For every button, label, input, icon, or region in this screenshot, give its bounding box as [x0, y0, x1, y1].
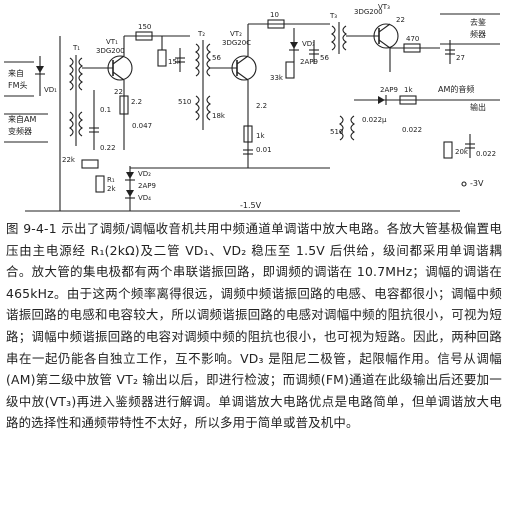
- caption-paragraph: 图 9-4-1 示出了调频/调幅收音机共用中频通道单调谐中放大电路。各放大管基极…: [6, 221, 502, 431]
- output-c0022-label: 0.022: [476, 150, 496, 158]
- vd3-network: 10 VD₃ 2AP9 33k 56: [247, 11, 330, 82]
- c022-label: 0.22: [100, 144, 116, 152]
- vt3-part-label: 3DG200: [354, 8, 383, 16]
- c01-label: 0.1: [100, 106, 111, 114]
- vt2-c22-label: 2.2: [256, 102, 267, 110]
- supply-1v5-label: -1.5V: [240, 201, 262, 210]
- t3-transformer: T₃: [329, 12, 347, 54]
- t2-c510-label: 510: [178, 98, 191, 106]
- r22k-label: 22k: [62, 156, 76, 164]
- r1-label: R₁: [107, 176, 115, 184]
- c001-label: 0.01: [256, 146, 272, 154]
- fm-input-label-1: 来自: [8, 68, 24, 78]
- vt2-part-label: 3DG20C: [222, 39, 251, 47]
- c27-label: 27: [456, 54, 465, 62]
- r470-label: 470: [406, 35, 419, 43]
- t1-label: T₁: [72, 44, 80, 52]
- vt2-label: VT₂: [230, 30, 242, 38]
- r18k-label: 18k: [212, 112, 226, 120]
- am-input-label-1: 来自AM: [8, 114, 36, 124]
- vd2-label: VD₂: [138, 170, 151, 178]
- r1-value-label: 2k: [107, 185, 116, 193]
- vt3-c22-label: 22: [396, 16, 405, 24]
- vt3-transistor: VT₃ 3DG200 22 470 27: [346, 3, 465, 72]
- vt2-transistor: VT₂ 3DG20C 0.01 1k 2.2: [210, 30, 272, 168]
- am-audio-output: AM的音频 输出: [420, 84, 500, 112]
- vd1-label: VD₁: [44, 86, 57, 94]
- vt3-label: VT₃: [378, 3, 390, 11]
- r15k-label: 15k: [168, 58, 182, 66]
- vt1-label: VT₁: [106, 38, 118, 46]
- supply-3v-label: -3V: [470, 179, 484, 188]
- vt1-transistor: VT₁ 3DG200: [82, 38, 133, 81]
- circuit-schematic: 来自 FM头 VD₁ 来自AM 变频器 T₁ VT₁ 3DG200: [4, 3, 500, 212]
- am-detector: 2AP9 1k 510 0.022μ 0.022 20k 0.022: [330, 86, 496, 159]
- am-input-label-2: 变频器: [8, 126, 32, 136]
- vd1-diode: VD₁: [35, 56, 57, 96]
- t2-c56-label: 56: [212, 54, 221, 62]
- vt1-c22u-label: 2.2: [131, 98, 142, 106]
- vd3-c56-label: 56: [320, 54, 329, 62]
- vt1-part-label: 3DG200: [96, 47, 125, 55]
- bias-network: 22k R₁ 2k VD₂ 2AP9 VD₄: [62, 156, 330, 211]
- vt1-c22-label: 22: [114, 88, 123, 96]
- discriminator-label-1: 去鉴: [470, 17, 486, 27]
- caption: 图 9-4-1 示出了调频/调幅收音机共用中频通道单调谐中放大电路。各放大管基极…: [6, 218, 502, 434]
- vt1-emitter-network: 22 2.2 0.047 0.1 0.22: [89, 80, 152, 152]
- discriminator-label-2: 频器: [470, 29, 486, 39]
- r150-label: 150: [138, 23, 151, 31]
- fm-input-label-2: FM头: [8, 80, 28, 90]
- detector-diode-label: 2AP9: [380, 86, 398, 94]
- supply-labels: -1.5V -3V: [240, 179, 484, 210]
- detector-c0022-label: 0.022: [402, 126, 422, 134]
- t2-label: T₂: [197, 30, 205, 38]
- detector-r1k-label: 1k: [404, 86, 413, 94]
- r33k-label: 33k: [270, 74, 284, 82]
- detector-c0022u-label: 0.022μ: [362, 116, 387, 124]
- vd3-label: VD₃: [302, 40, 315, 48]
- vd3-part-label: 2AP9: [300, 58, 318, 66]
- r-150-15k: 150 15k: [123, 23, 190, 67]
- vd2-part-label: 2AP9: [138, 182, 156, 190]
- discriminator-output: 去鉴 频器: [440, 13, 500, 45]
- am-audio-label-1: AM的音频: [438, 84, 474, 94]
- r20k-label: 20k: [455, 148, 469, 156]
- c0047-label: 0.047: [132, 122, 152, 130]
- detector-c510-label: 510: [330, 128, 343, 136]
- vt2-r1k-label: 1k: [256, 132, 265, 140]
- t3-label: T₃: [329, 12, 337, 20]
- am-input: 来自AM 变频器: [4, 113, 48, 143]
- fm-input: 来自 FM头: [4, 61, 34, 97]
- am-audio-label-2: 输出: [470, 102, 486, 112]
- t2-transformer: T₂ 56 510 18k: [175, 30, 226, 130]
- t1-transformer: T₁: [69, 44, 83, 146]
- r10-label: 10: [270, 11, 279, 19]
- vd4-label: VD₄: [138, 194, 151, 202]
